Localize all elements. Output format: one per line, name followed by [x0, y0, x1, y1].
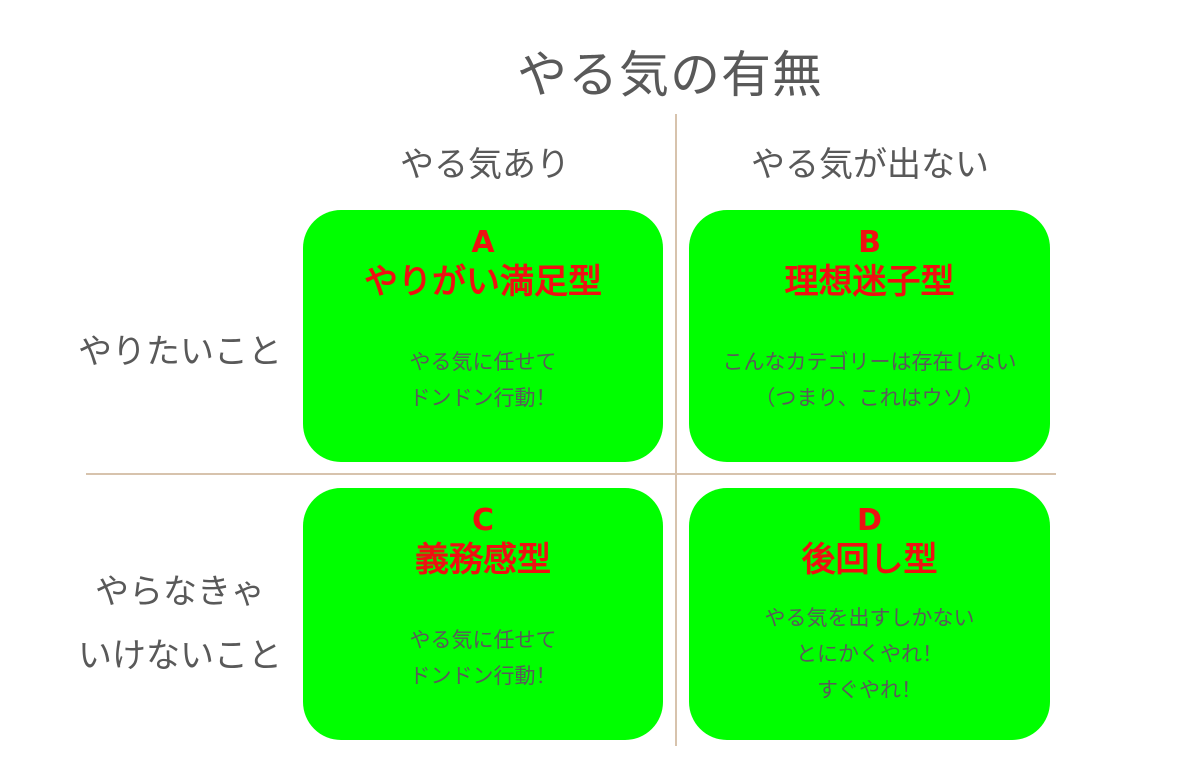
quadrant-letter: C [471, 503, 495, 538]
column-header-motivated: やる気あり [400, 145, 570, 185]
quadrant-description: やる気に任せて ドンドン行動！ [303, 344, 663, 416]
description-line: ドンドン行動！ [409, 386, 557, 410]
quadrant-type-name: 後回し型 [801, 540, 938, 580]
diagram-title: やる気の有無 [517, 46, 823, 104]
vertical-divider [675, 114, 677, 746]
quadrant-b: B 理想迷子型 こんなカテゴリーは存在しない （つまり、これはウソ） [689, 210, 1050, 462]
quadrant-type-name: 理想迷子型 [784, 262, 955, 302]
description-line: すぐやれ！ [817, 678, 922, 702]
quadrant-letter: D [857, 503, 882, 538]
quadrant-d: D 後回し型 やる気を出すしかない とにかくやれ！ すぐやれ！ [689, 488, 1050, 740]
row-header-line: いけないこと [78, 636, 282, 676]
description-line: やる気に任せて [409, 350, 557, 374]
quadrant-description: こんなカテゴリーは存在しない （つまり、これはウソ） [689, 344, 1050, 416]
description-line: とにかくやれ！ [796, 642, 943, 666]
row-header-have-to-do: やらなきゃ いけないこと [50, 560, 310, 688]
column-header-unmotivated: やる気が出ない [751, 145, 989, 185]
row-header-line: やりたいこと [78, 332, 282, 372]
row-header-line: やらなきゃ [95, 572, 265, 612]
quadrant-letter: B [858, 225, 881, 260]
description-line: やる気に任せて [409, 628, 557, 652]
description-line: （つまり、これはウソ） [754, 386, 985, 410]
quadrant-description: やる気を出すしかない とにかくやれ！ すぐやれ！ [689, 600, 1050, 708]
row-header-want-to-do: やりたいこと [50, 320, 310, 384]
quadrant-type-name: やりがい満足型 [364, 262, 602, 302]
quadrant-description: やる気に任せて ドンドン行動！ [303, 622, 663, 694]
description-line: ドンドン行動！ [409, 664, 557, 688]
quadrant-a: A やりがい満足型 やる気に任せて ドンドン行動！ [303, 210, 663, 462]
description-line: こんなカテゴリーは存在しない [722, 350, 1017, 374]
description-line: やる気を出すしかない [764, 606, 975, 630]
quadrant-letter: A [471, 225, 495, 260]
horizontal-divider [86, 473, 1056, 475]
quadrant-c: C 義務感型 やる気に任せて ドンドン行動！ [303, 488, 663, 740]
quadrant-type-name: 義務感型 [415, 540, 551, 580]
